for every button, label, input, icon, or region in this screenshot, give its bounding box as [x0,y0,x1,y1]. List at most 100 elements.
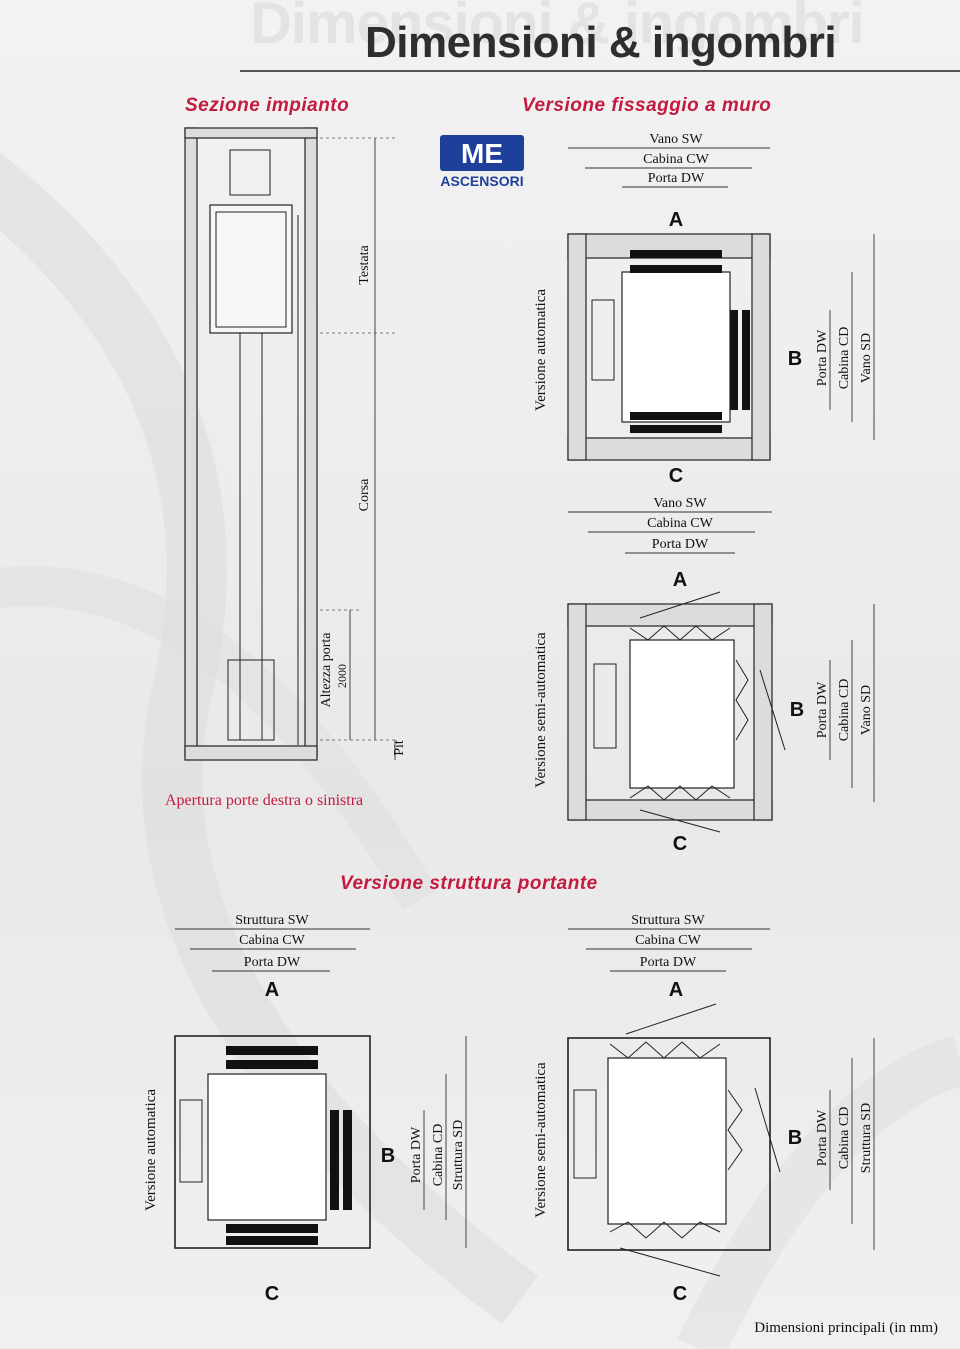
label-cabina-cw: Cabina CW [635,933,701,948]
section-title-impianto: Sezione impianto [185,95,350,116]
door-bottom [226,1224,318,1233]
machine [229,149,271,196]
label-porta-dw-v: Porta DW [815,329,830,386]
plan-portante-automatica: Struttura SW Cabina CW Porta DW A C B Po… [143,913,467,1305]
label-b: B [788,1127,802,1149]
shaft-wall-left [184,127,198,757]
folding-door-right [727,1089,743,1171]
label-b: B [381,1145,395,1167]
label-versione-automatica: Versione automatica [533,289,549,411]
wall-bottom [567,799,773,821]
folding-door-right [735,659,749,741]
folding-door-bottom [609,1221,721,1239]
label-cabina-cd: Cabina CD [837,1107,852,1170]
label-porta-dw: Porta DW [244,955,301,970]
label-porta-dw-v: Porta DW [815,1109,830,1166]
label-a: A [669,209,683,231]
door-right-2 [742,310,750,410]
label-vano-sd: Vano SD [859,685,874,735]
shaft-wall-right [304,127,318,757]
section-title-portante: Versione struttura portante [340,873,598,894]
page-title: Dimensioni & ingombri [365,18,837,67]
section-title-muro: Versione fissaggio a muro [522,95,772,116]
wall-top [567,603,773,627]
shaft-pit [184,745,318,761]
wall-bottom [567,437,771,461]
label-versione-semi: Versione semi-automatica [533,632,549,788]
cabin-plan [207,1073,327,1221]
plan-portante-semi: Struttura SW Cabina CW Porta DW A C B Po… [533,913,875,1305]
cabin-inner [215,211,287,328]
label-cabina-cw: Cabina CW [647,516,713,531]
label-porta-dw: Porta DW [652,537,709,552]
structure-frame [567,1037,771,1251]
label-cabina-cd: Cabina CD [837,327,852,390]
door-right-2 [343,1110,352,1210]
label-struttura-sw: Struttura SW [235,913,309,928]
section-view: Testata Corsa Altezza porta 2000 Pit [184,127,407,761]
buffers [227,659,275,741]
title-divider [240,70,960,72]
company-logo: ME ASCENSORI [440,135,524,189]
label-altezza-value: 2000 [335,664,349,688]
rail-bracket [591,299,615,381]
wall-left [567,603,587,821]
door-bottom [630,412,722,420]
door-leaf-open-bottom [639,809,721,833]
plan-muro-automatica: Vano SW Cabina CW Porta DW A C B Porta [533,132,875,487]
cabin-plan [629,639,735,789]
label-testata: Testata [357,244,372,284]
door-bottom-2 [630,425,722,433]
label-vano-sw: Vano SW [653,496,707,511]
label-a: A [673,569,687,591]
door-leaf-open-bottom [619,1247,721,1277]
door-top-2 [630,265,722,273]
cabin [209,204,293,334]
shaft-top [184,127,318,139]
wall-right [753,603,773,821]
label-c: C [265,1283,279,1305]
door-bottom-2 [226,1236,318,1245]
label-porta-dw: Porta DW [640,955,697,970]
wall-right [751,233,771,461]
label-corsa: Corsa [357,478,372,511]
rail-bracket [179,1099,203,1183]
footer-note: Dimensioni principali (in mm) [754,1320,938,1336]
rail-bracket [573,1089,597,1179]
label-altezza-porta: Altezza porta [319,632,334,708]
wall-left [567,233,587,461]
label-c: C [673,1283,687,1305]
door-top-2 [226,1060,318,1069]
door-leaf-open-top [625,1003,717,1035]
label-cabina-cw: Cabina CW [643,152,709,167]
label-struttura-sw: Struttura SW [631,913,705,928]
logo-mark: ME [461,138,503,169]
label-c: C [673,833,687,855]
label-struttura-sd: Struttura SD [859,1103,874,1173]
label-porta-dw: Porta DW [648,171,705,186]
door-leaf-open-right [759,669,786,751]
label-porta-dw-v: Porta DW [815,681,830,738]
label-a: A [265,979,279,1001]
label-vano-sd: Vano SD [859,333,874,383]
cabin-plan [621,271,731,423]
logo-mark-bg [440,135,524,171]
label-c: C [669,465,683,487]
apertura-note: Apertura porte destra o sinistra [165,792,364,809]
plan-muro-semi: Vano SW Cabina CW Porta DW A C B Porta [533,496,875,855]
folding-door-bottom [629,785,731,801]
door-right [730,310,738,410]
label-b: B [790,699,804,721]
folding-door-top [629,625,731,641]
label-vano-sw: Vano SW [649,132,703,147]
cabin-plan [607,1057,727,1225]
rail-bracket [593,663,617,749]
door-leaf-open-top [639,591,721,619]
door-leaf-open-right [754,1087,781,1173]
label-versione-semi: Versione semi-automatica [533,1062,549,1218]
label-versione-automatica: Versione automatica [143,1089,159,1211]
label-pit: Pit [392,740,407,756]
folding-door-top [609,1041,721,1059]
